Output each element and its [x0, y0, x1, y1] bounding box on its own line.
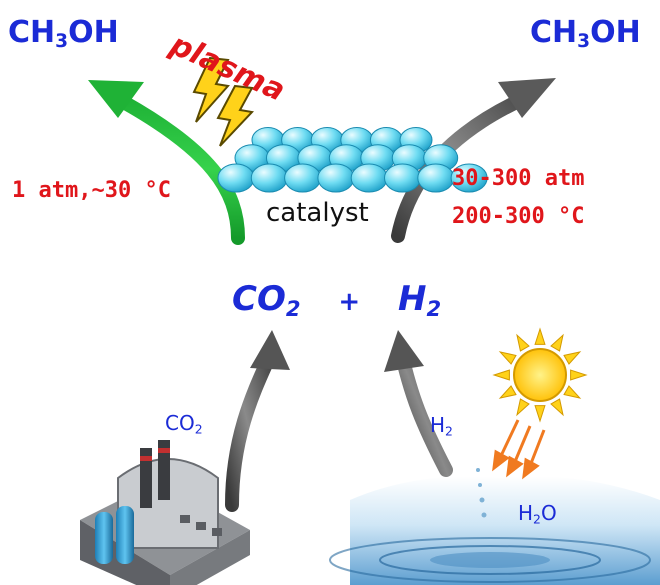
plasma-route-arrow: [88, 80, 245, 245]
thermal-conditions-line-1: 30-300 atm: [452, 166, 585, 191]
sun-ray: [550, 398, 564, 417]
sunlight-arrows: [492, 419, 546, 480]
left-product-label: CH3OH: [8, 18, 119, 52]
co2-subscript: 2: [285, 295, 301, 321]
sun-ray: [516, 333, 530, 352]
catalyst-sphere: [417, 163, 455, 193]
formula-base: CO: [165, 411, 195, 435]
formula-rest: O: [540, 501, 557, 525]
plus-sign: +: [338, 287, 361, 317]
formula-subscript: 3: [55, 31, 69, 53]
sun-ray: [570, 369, 588, 381]
sun-ray: [550, 333, 564, 352]
formula-subscript: 2: [194, 421, 203, 437]
catalyst-spheres: [217, 127, 488, 193]
formula-subscript: 2: [445, 423, 453, 439]
formula-subscript: 2: [533, 511, 541, 527]
catalyst-sphere: [217, 163, 255, 193]
right-product-label: CH3OH: [530, 18, 641, 52]
catalyst-label: catalyst: [266, 198, 369, 228]
sun-ray: [563, 351, 582, 365]
formula-base: H: [430, 413, 446, 437]
co2-source-label: CO2: [165, 413, 203, 436]
plasma-conditions-label: 1 atm,~30 °C: [12, 178, 171, 203]
catalyst-sphere: [250, 163, 288, 193]
reactants-label: CO2 + H2: [232, 282, 441, 319]
h2-base: H: [398, 279, 427, 319]
h2-supply-arrow: [384, 330, 453, 477]
catalyst-sphere: [317, 163, 355, 193]
factory-icon: [80, 440, 250, 585]
sun-ray: [498, 351, 517, 365]
water-surface-image: [329, 468, 660, 585]
formula-base: CH: [530, 15, 578, 50]
formula-rest: OH: [68, 15, 119, 50]
water-label: H2O: [518, 503, 557, 526]
formula-base: H: [518, 501, 534, 525]
lightning-bolt-icon: [192, 56, 255, 147]
sun-ray: [563, 385, 582, 399]
formula-subscript: 3: [577, 31, 591, 53]
formula-base: CH: [8, 15, 56, 50]
catalyst-sphere: [450, 163, 488, 193]
co2-supply-arrow: [225, 330, 290, 512]
catalyst-sphere: [350, 163, 388, 193]
sun-ray: [516, 398, 530, 417]
formula-rest: OH: [590, 15, 641, 50]
thermal-conditions-line-2: 200-300 °C: [452, 204, 585, 229]
h2-subscript: 2: [426, 295, 442, 321]
h2-source-label: H2: [430, 415, 453, 438]
sun-icon: [492, 327, 588, 423]
catalyst-sphere: [384, 163, 421, 193]
sun-ray: [492, 369, 510, 381]
sun-ray: [534, 327, 546, 345]
catalyst-sphere: [284, 163, 322, 193]
sun-ray: [498, 385, 517, 399]
sun-ray: [534, 405, 546, 423]
co2-base: CO: [232, 279, 286, 319]
